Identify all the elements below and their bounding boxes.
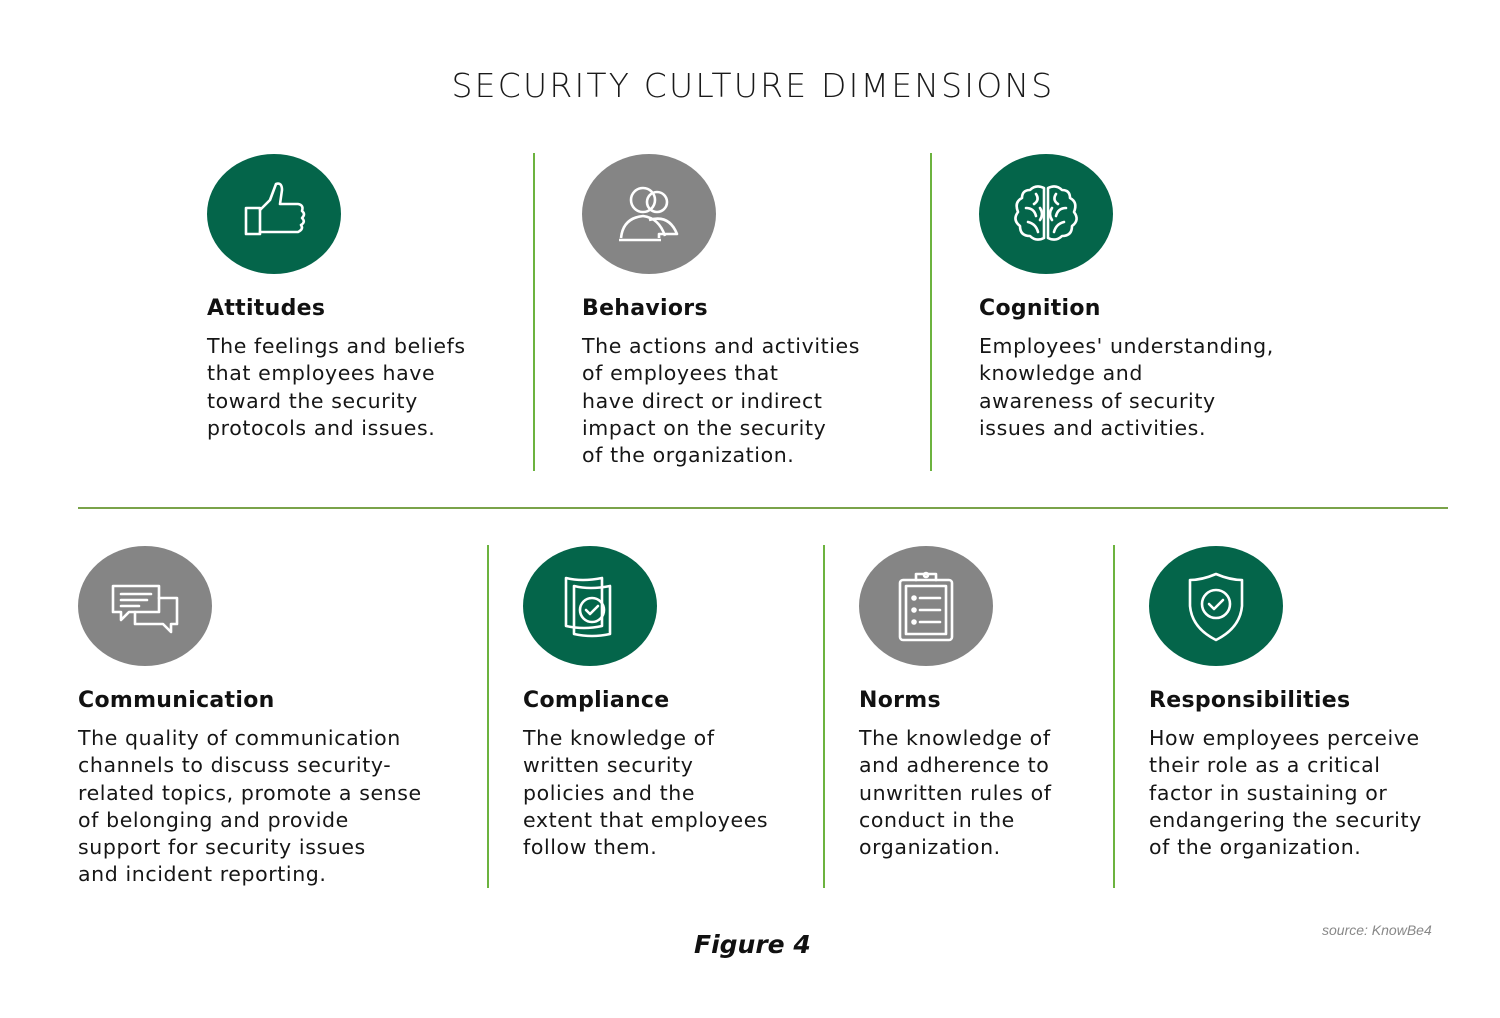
- dimension-description: Employees' understanding, knowledge and …: [979, 334, 1274, 440]
- icon-circle: [207, 154, 341, 274]
- column-divider: [930, 153, 932, 471]
- dimension-description: The feelings and beliefs that employees …: [207, 334, 466, 440]
- dimension-name: Cognition: [979, 296, 1101, 321]
- shield-check-icon: [1188, 572, 1244, 642]
- page-title: SECURITY CULTURE DIMENSIONS: [451, 66, 1055, 105]
- dimension-name: Communication: [78, 688, 275, 713]
- dimension-description: The quality of communication channels to…: [78, 726, 422, 887]
- icon-circle: [582, 154, 716, 274]
- dimension-name: Compliance: [523, 688, 670, 713]
- dimension-description: How employees perceive their role as a c…: [1149, 726, 1422, 860]
- source-credit: source: KnowBe4: [1322, 922, 1432, 938]
- icon-circle: [1149, 546, 1283, 666]
- row-divider: [78, 507, 1448, 509]
- column-divider: [823, 545, 825, 888]
- icon-circle: [78, 546, 212, 666]
- dimension-name: Behaviors: [582, 296, 708, 321]
- dimension-description: The knowledge of and adherence to unwrit…: [859, 726, 1052, 860]
- column-divider: [533, 153, 535, 471]
- chat-bubbles-icon: [111, 584, 179, 634]
- icon-circle: [979, 154, 1113, 274]
- column-divider: [487, 545, 489, 888]
- icon-circle: [859, 546, 993, 666]
- icon-circle: [523, 546, 657, 666]
- dimension-name: Responsibilities: [1149, 688, 1351, 713]
- policy-document-check-icon: [564, 576, 612, 638]
- dimension-description: The knowledge of written security polici…: [523, 726, 769, 860]
- column-divider: [1113, 545, 1115, 888]
- users-icon: [619, 186, 679, 242]
- dimension-name: Attitudes: [207, 296, 326, 321]
- dimension-description: The actions and activities of employees …: [582, 334, 861, 468]
- dimension-name: Norms: [859, 688, 941, 713]
- clipboard-list-icon: [898, 571, 954, 642]
- figure-label: Figure 4: [694, 930, 811, 959]
- brain-icon: [1014, 185, 1078, 241]
- thumbs-up-icon: [244, 182, 306, 236]
